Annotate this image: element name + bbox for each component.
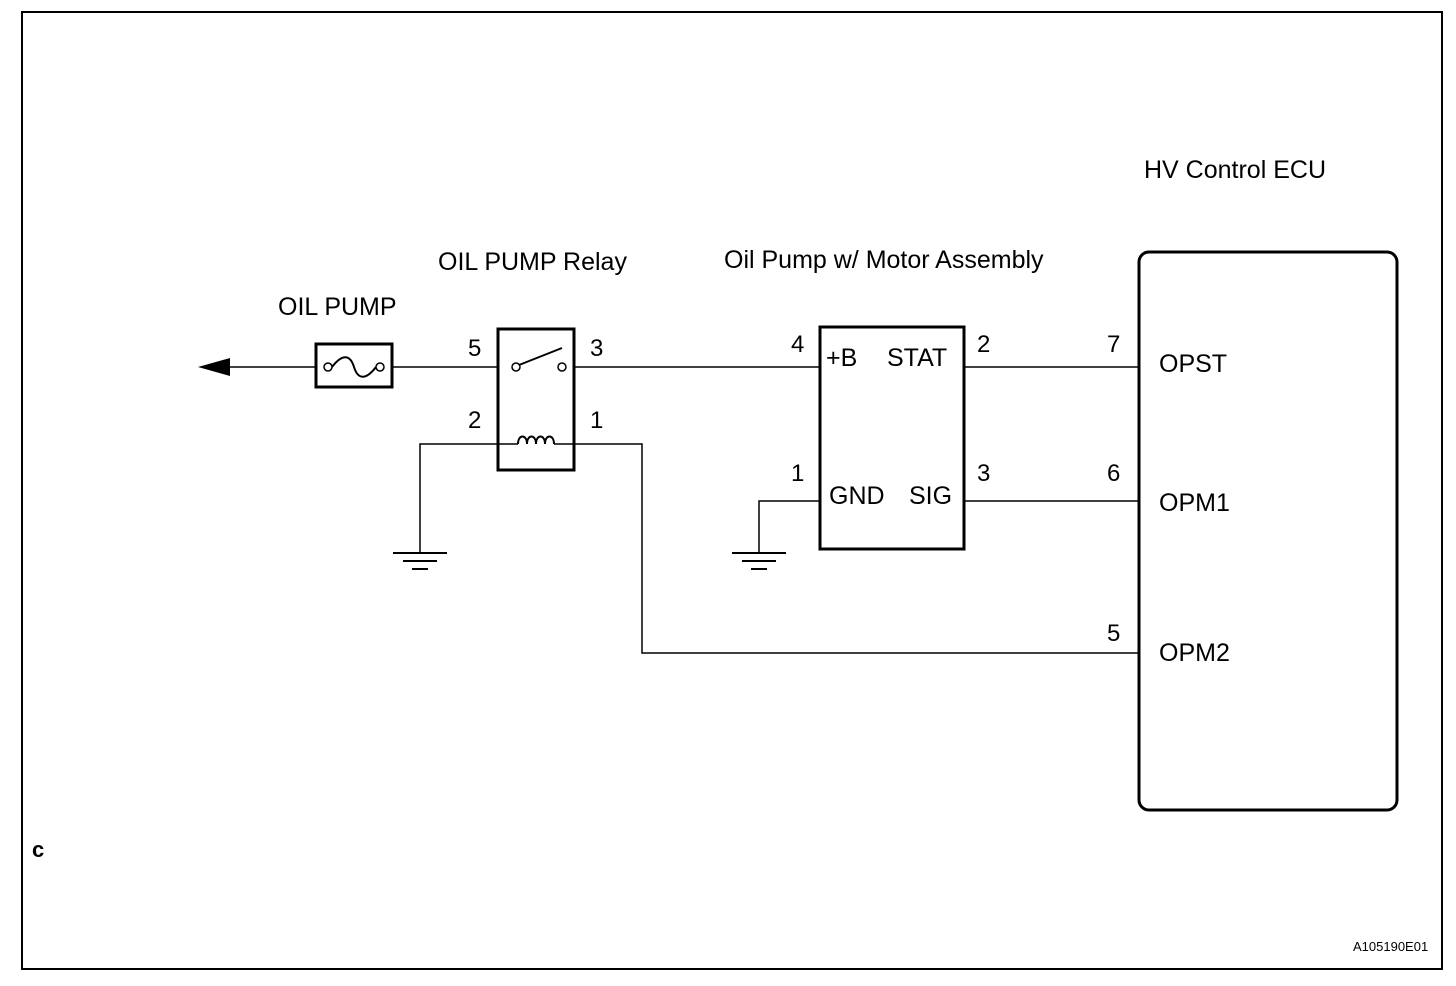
fuse-label: OIL PUMP [278,293,397,321]
ecu-terminal-opst: OPST [1159,350,1227,378]
ecu-pin-7: 7 [1107,331,1120,358]
fuse-terminal-left [323,362,333,372]
oil-pump-box [818,325,966,551]
oil-pump-pin-4: 4 [791,331,804,358]
wire-relay-1-to-ecu-opm2 [558,443,1139,654]
relay-box [496,327,576,472]
relay-contact-left [511,362,521,372]
fuse [314,342,394,389]
wire-pump-gnd-to-ground [758,500,820,553]
oil-pump-pin-2: 2 [977,331,990,358]
relay [496,327,576,472]
oil-pump-terminal-stat: STAT [887,344,947,372]
relay-label: OIL PUMP Relay [438,248,627,276]
ecu-pin-5: 5 [1107,620,1120,647]
diagram-frame [21,11,1443,970]
ecu-box [1137,250,1399,812]
ecu-label: HV Control ECU [1144,156,1326,184]
relay-pin-5: 5 [468,335,481,362]
ecu-terminal-opm2: OPM2 [1159,639,1230,667]
wire-relay-2-to-ground [419,443,518,553]
oil-pump-terminal-b: +B [826,344,857,372]
oil-pump-pin-3: 3 [977,460,990,487]
relay-pin-2: 2 [468,407,481,434]
fuse-element-icon [331,356,377,378]
oil-pump-ground-icon [732,552,786,570]
relay-switch-icon [518,347,563,366]
oil-pump-pin-1: 1 [791,460,804,487]
oil-pump-label: Oil Pump w/ Motor Assembly [724,246,1044,274]
power-arrow-icon [198,358,230,376]
oil-pump-terminal-gnd: GND [829,482,885,510]
corner-mark: c [32,837,44,862]
relay-contact-right [557,362,567,372]
ecu-terminal-opm1: OPM1 [1159,489,1230,517]
relay-pin-3: 3 [590,335,603,362]
oil-pump-terminal-sig: SIG [909,482,952,510]
relay-ground-icon [393,552,447,570]
relay-coil-icon [517,435,555,445]
figure-code: A105190E01 [1353,939,1428,954]
fuse-terminal-right [375,362,385,372]
relay-pin-1: 1 [590,407,603,434]
ecu-pin-6: 6 [1107,460,1120,487]
